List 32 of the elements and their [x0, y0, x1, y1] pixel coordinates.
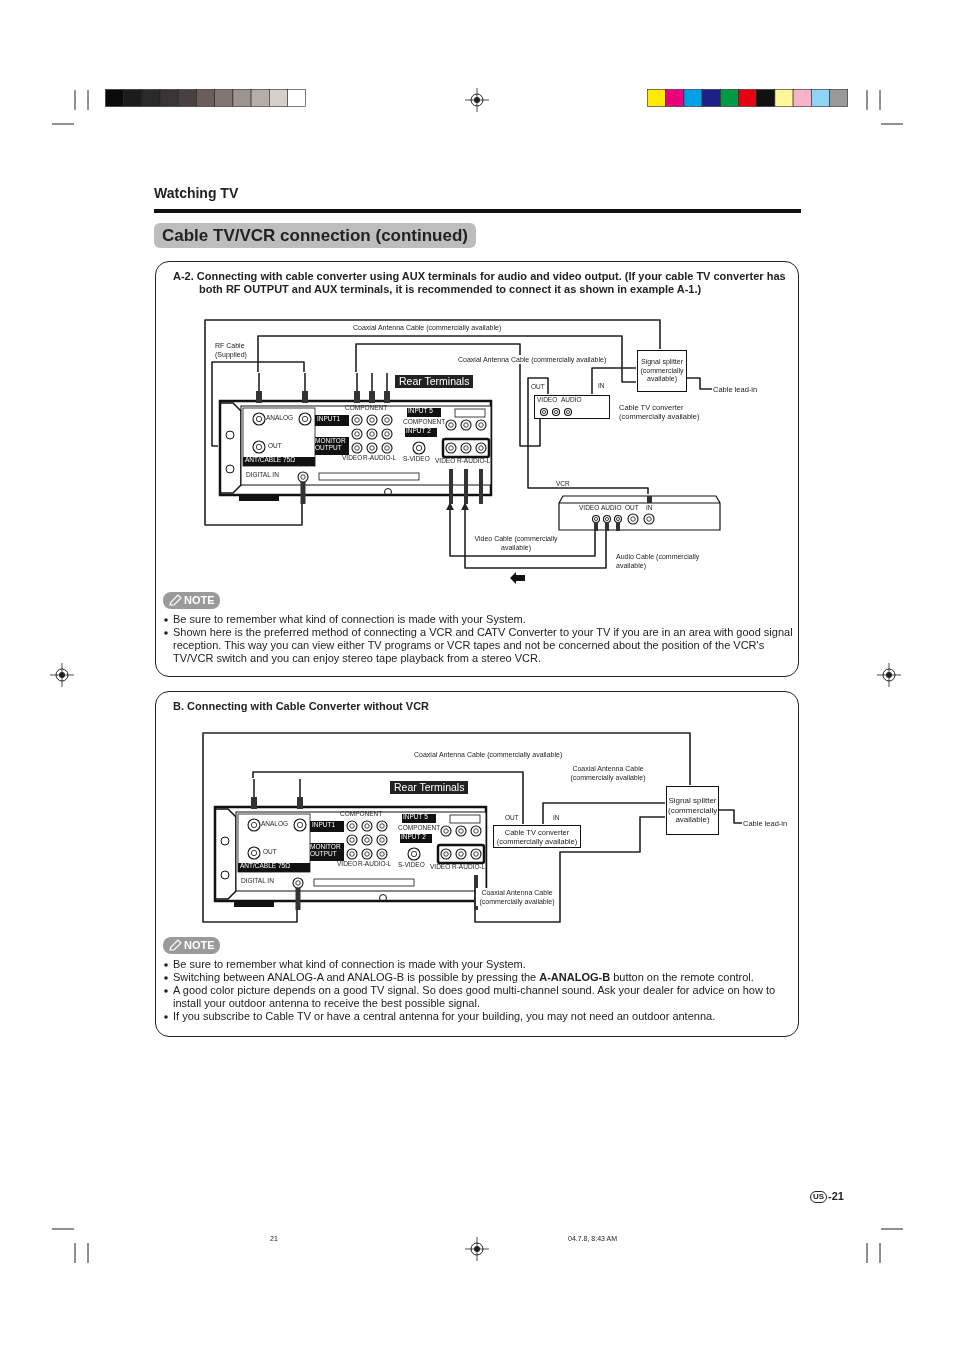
note-item: Be sure to remember what kind of connection is made with your System. — [173, 958, 527, 971]
cable — [211, 361, 305, 447]
section-heading: B. Connecting with Cable Converter without VCR — [173, 700, 431, 713]
section-heading: A-2. Connecting with cable converter using AUX terminals for audio and video output. (If your cable TV converter has both RF OUTPUT and AUX terminals, it is recommended to connect it as shown in example A-1.) — [173, 270, 787, 296]
device-box: Signal splitter (commercially available) — [666, 786, 719, 835]
page-title: Cable TV/VCR connection (continued) — [154, 223, 476, 248]
cable — [591, 367, 637, 395]
converter-box — [534, 395, 610, 419]
cable — [461, 502, 607, 569]
terminal-tag: Rear Terminals — [395, 375, 474, 388]
terminal-tag: Rear Terminals — [390, 781, 469, 794]
page-number: -21 — [828, 1190, 844, 1202]
note-label: NOTE — [184, 594, 215, 607]
note-item: If you subscribe to Cable TV or have a central antenna for your building, you may not need an outdoor antenna. — [173, 1010, 717, 1023]
cable — [355, 343, 541, 447]
cable — [252, 771, 524, 825]
cable — [474, 816, 666, 923]
note-item: Be sure to remember what kind of connection is made with your System. — [173, 613, 527, 626]
cable — [685, 377, 713, 390]
cable — [257, 335, 637, 383]
cable — [446, 502, 596, 557]
note-item: Switching between ANALOG-A and ANALOG-B is possible by pressing the A-ANALOG-B button on the remote control. — [173, 971, 755, 984]
cable — [202, 732, 691, 923]
note-item: Shown here is the preferred method of connecting a VCR and CATV Converter to your TV if you are in an area with good signal reception. This way you can view either TV programs or VCR tapes and not be concerned about the position of the VCR's TV/VCR switch and you can enjoy stereo tape playback from a stereo VCR. — [173, 626, 794, 665]
cable — [717, 809, 743, 824]
section-heading: Watching TV — [154, 185, 239, 201]
cable — [542, 802, 666, 825]
section-panel — [155, 691, 799, 1037]
cable — [204, 319, 661, 526]
note-item: A good color picture depends on a good TV signal. So does good multi-channel sound. Ask your dealer for advice on how to install your outdoor antenna to receive the best possible signal. — [173, 984, 777, 1010]
cable — [527, 377, 649, 495]
note-label: NOTE — [184, 939, 215, 952]
